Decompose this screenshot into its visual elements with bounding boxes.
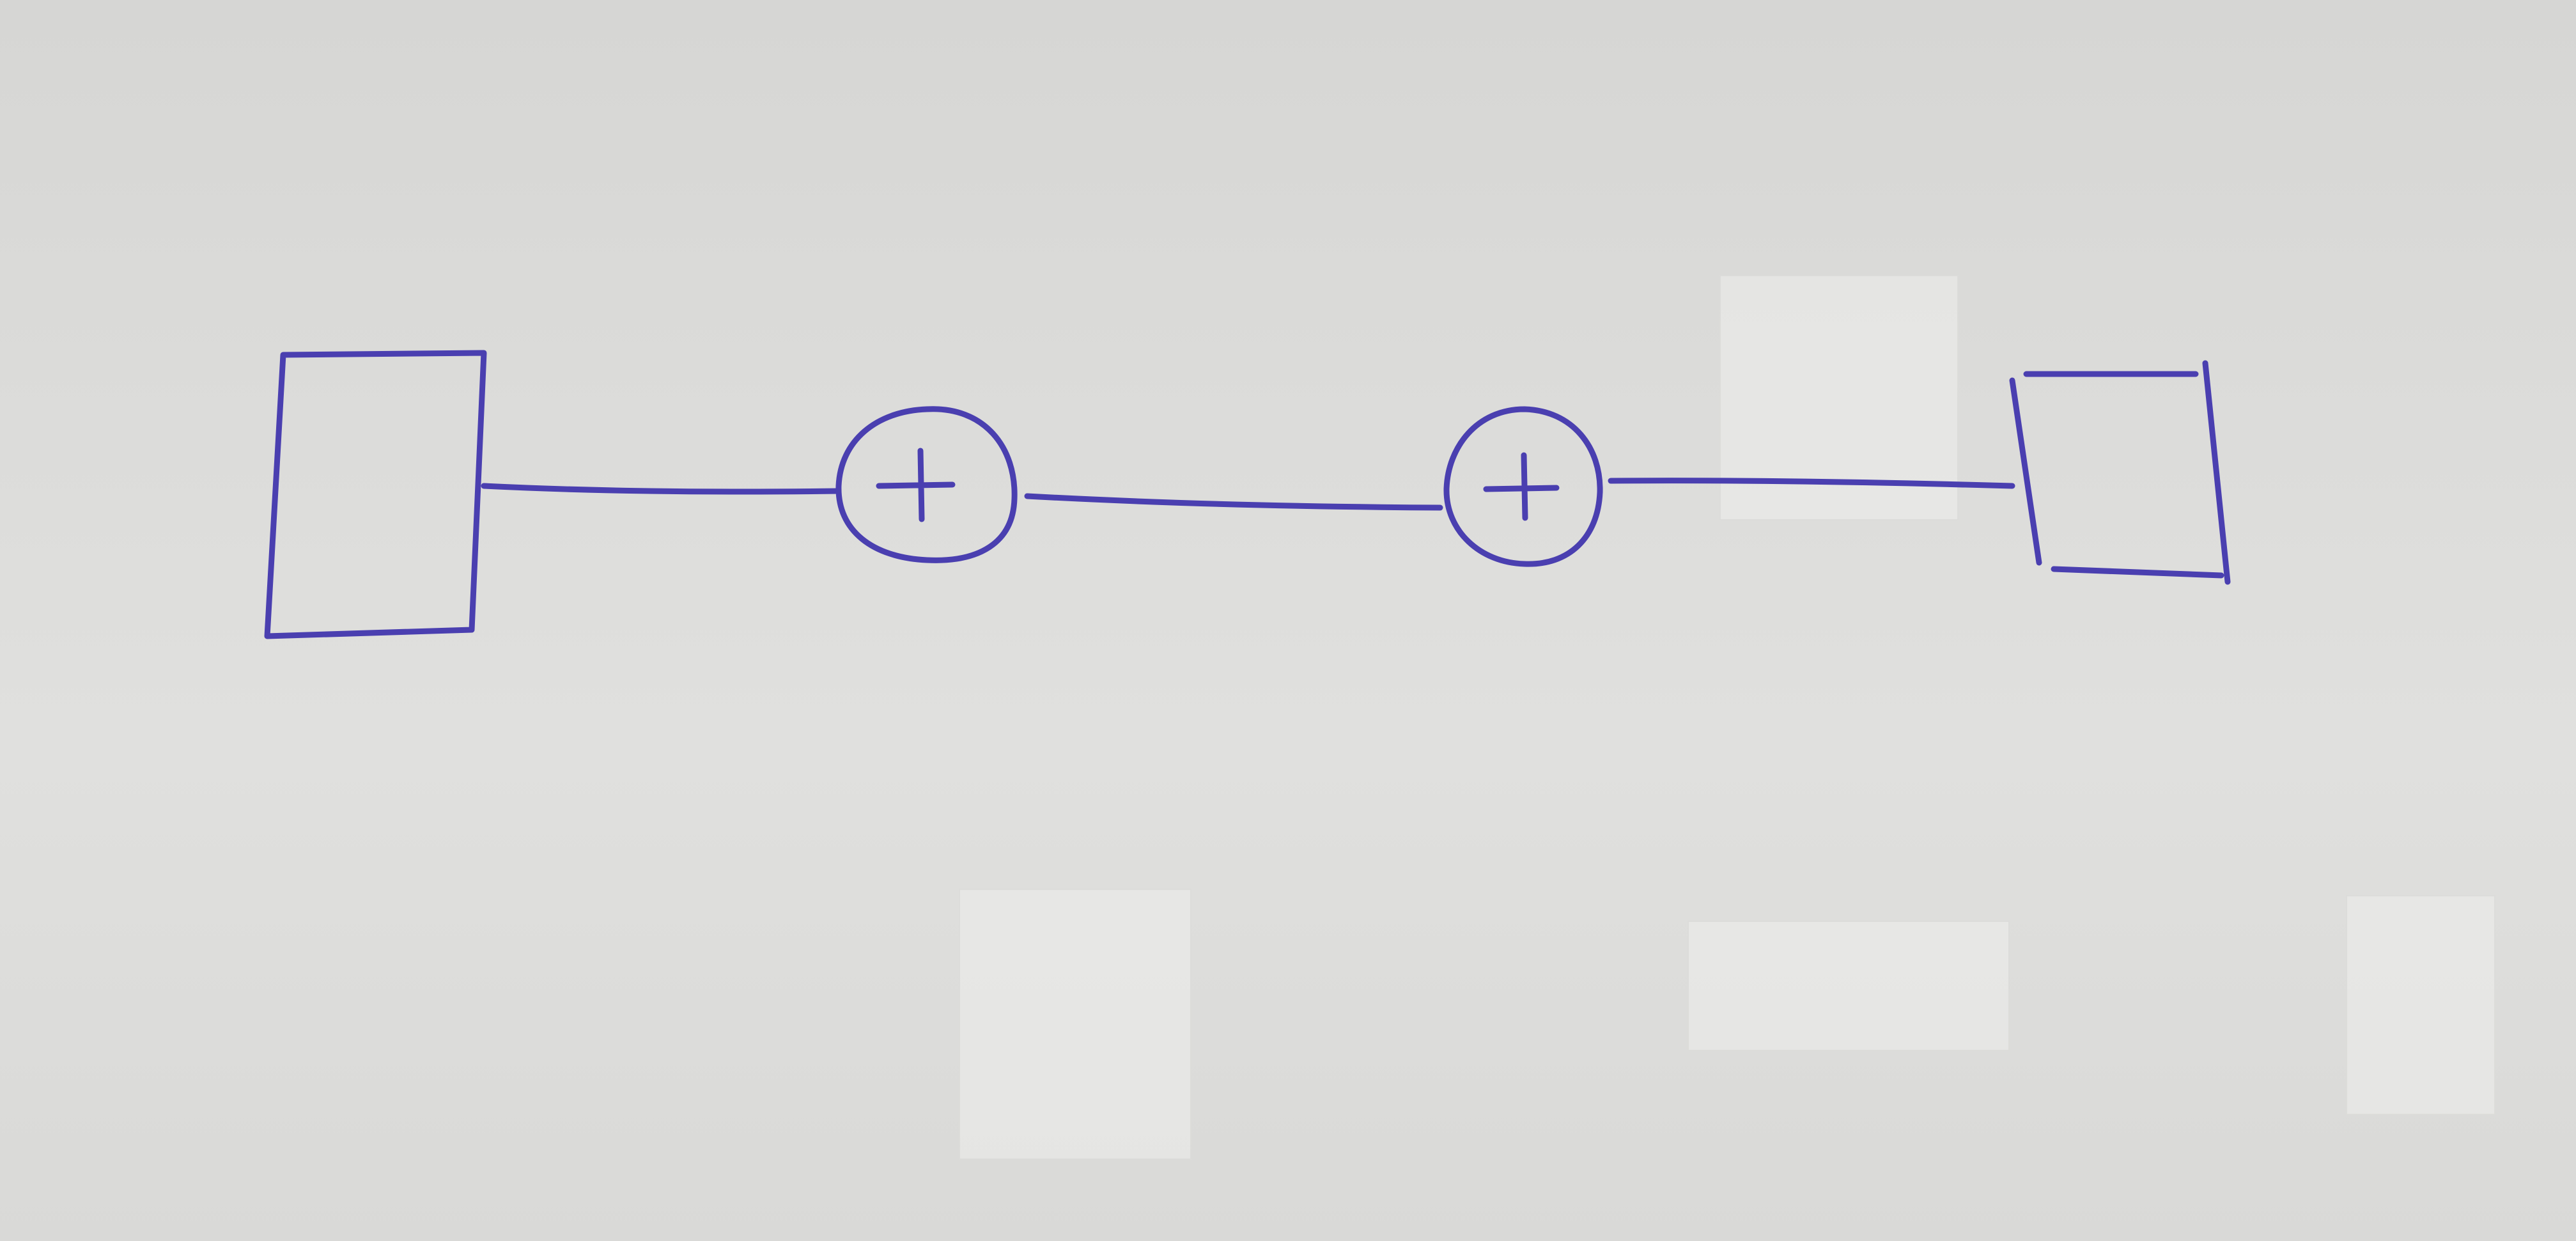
tape-strip (1688, 921, 2010, 1051)
connector-line (481, 483, 842, 495)
plus-symbol-1 (876, 448, 956, 522)
tape-strip (2346, 895, 2495, 1115)
connector-line (1024, 493, 1443, 511)
summing-junction-1 (835, 406, 1018, 563)
tape-strip (959, 889, 1191, 1160)
plus-symbol-2 (1483, 452, 1560, 521)
summing-junction-2 (1443, 406, 1603, 567)
connector-line (1608, 478, 2015, 489)
block-left (264, 350, 487, 639)
block-right (2009, 360, 2231, 585)
